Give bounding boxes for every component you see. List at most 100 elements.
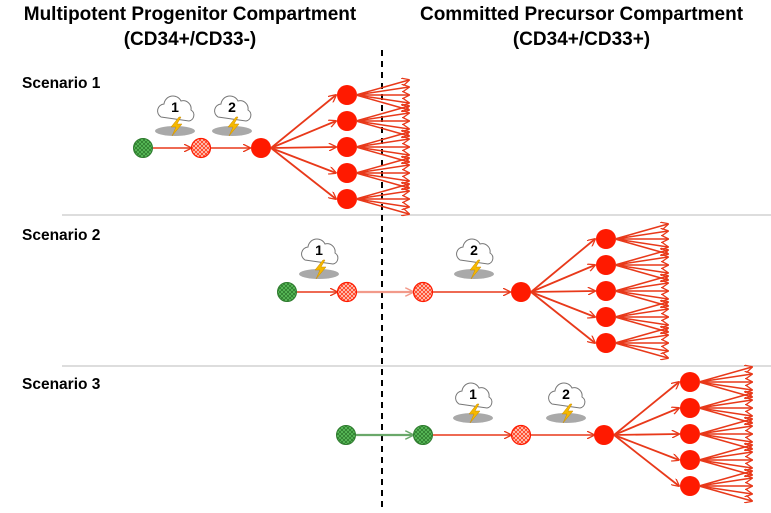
arrow	[614, 302, 668, 318]
arrow	[698, 433, 752, 449]
arrow	[698, 393, 752, 409]
arrow	[698, 407, 752, 416]
hatched-red-cell-icon	[190, 137, 212, 159]
arrow	[355, 132, 409, 148]
lightning-icon	[314, 259, 327, 280]
green-cell-icon	[133, 138, 153, 158]
arrow	[530, 291, 595, 292]
arrow	[530, 291, 595, 343]
arrow	[698, 367, 752, 383]
header-right-title: Committed Precursor Compartment	[419, 4, 744, 25]
hit-number: 2	[470, 242, 478, 258]
arrow	[355, 172, 409, 181]
red-cell-icon	[680, 476, 700, 496]
hit-number: 2	[562, 386, 570, 402]
storm-cloud-lightning-icon: 1	[155, 95, 195, 137]
arrow	[698, 381, 752, 397]
red-cell-icon	[596, 307, 616, 327]
storm-cloud-lightning-icon: 1	[453, 382, 493, 424]
scenario-3-label: Scenario 3	[22, 376, 101, 393]
arrow	[614, 342, 668, 351]
arrow	[614, 283, 668, 292]
scenario-separators	[62, 214, 771, 367]
arrow	[698, 452, 752, 461]
arrow	[614, 290, 668, 306]
red-cell-icon	[511, 282, 531, 302]
arrow	[355, 80, 409, 96]
red-cell-icon	[596, 281, 616, 301]
red-cell-icon	[337, 111, 357, 131]
arrow	[355, 198, 409, 207]
arrow	[698, 426, 752, 435]
arrow	[355, 113, 409, 122]
arrow	[614, 316, 668, 325]
arrow	[355, 120, 409, 129]
red-cell-icon	[680, 398, 700, 418]
arrow	[355, 139, 409, 148]
arrow	[614, 335, 668, 344]
arrow	[614, 231, 668, 240]
red-cell-icon	[337, 85, 357, 105]
hatched-red-cell-icon	[510, 424, 532, 446]
arrow	[698, 419, 752, 435]
hatched-red-cell-icon	[336, 281, 358, 303]
arrow	[614, 238, 668, 247]
arrow	[530, 291, 595, 317]
arrow	[698, 407, 752, 423]
arrow	[698, 400, 752, 409]
red-cell-icon	[337, 189, 357, 209]
hit-number: 1	[315, 242, 323, 258]
header-left-subtitle: (CD34+/CD33-)	[123, 29, 257, 50]
arrow	[614, 309, 668, 318]
arrow	[614, 257, 668, 266]
arrow	[355, 120, 409, 136]
arrow	[530, 239, 595, 293]
arrow	[613, 434, 679, 435]
scenario-1-label: Scenario 1	[22, 75, 101, 92]
cloud-icon	[455, 382, 493, 409]
cloud-icon	[548, 382, 586, 409]
storm-cloud-lightning-icon: 1	[299, 238, 339, 280]
hit-number: 1	[171, 99, 179, 115]
arrow	[355, 165, 409, 174]
arrow	[613, 434, 679, 460]
arrow	[698, 433, 752, 442]
red-cell-icon	[680, 372, 700, 392]
green-cell-icon	[336, 425, 356, 445]
arrow	[614, 264, 668, 273]
hit-number: 1	[469, 386, 477, 402]
cloud-icon	[214, 95, 252, 122]
arrow	[614, 342, 668, 358]
header-left-title: Multipotent Progenitor Compartment	[23, 4, 357, 25]
red-cell-icon	[680, 450, 700, 470]
red-cell-icon	[596, 255, 616, 275]
arrow	[355, 87, 409, 96]
header-right-subtitle: (CD34+/CD33+)	[512, 29, 651, 50]
arrow	[613, 382, 679, 436]
arrow	[355, 184, 409, 200]
arrow	[614, 276, 668, 292]
arrow	[614, 264, 668, 280]
arrow	[698, 381, 752, 390]
arrow	[270, 121, 336, 149]
arrow	[614, 290, 668, 299]
header-left: Multipotent Progenitor Compartment (CD34…	[0, 2, 380, 52]
lightning-icon	[227, 116, 240, 137]
arrow	[270, 147, 336, 199]
lightning-icon	[170, 116, 183, 137]
red-cell-icon	[596, 333, 616, 353]
arrow	[530, 265, 595, 293]
arrow	[614, 224, 668, 240]
arrow	[698, 485, 752, 494]
arrow	[355, 172, 409, 188]
red-cell-icon	[337, 163, 357, 183]
header-right: Committed Precursor Compartment (CD34+/C…	[392, 2, 771, 52]
arrow	[698, 459, 752, 475]
arrow	[698, 459, 752, 468]
arrow	[698, 445, 752, 461]
lightning-icon	[561, 403, 574, 424]
arrow	[355, 94, 409, 103]
